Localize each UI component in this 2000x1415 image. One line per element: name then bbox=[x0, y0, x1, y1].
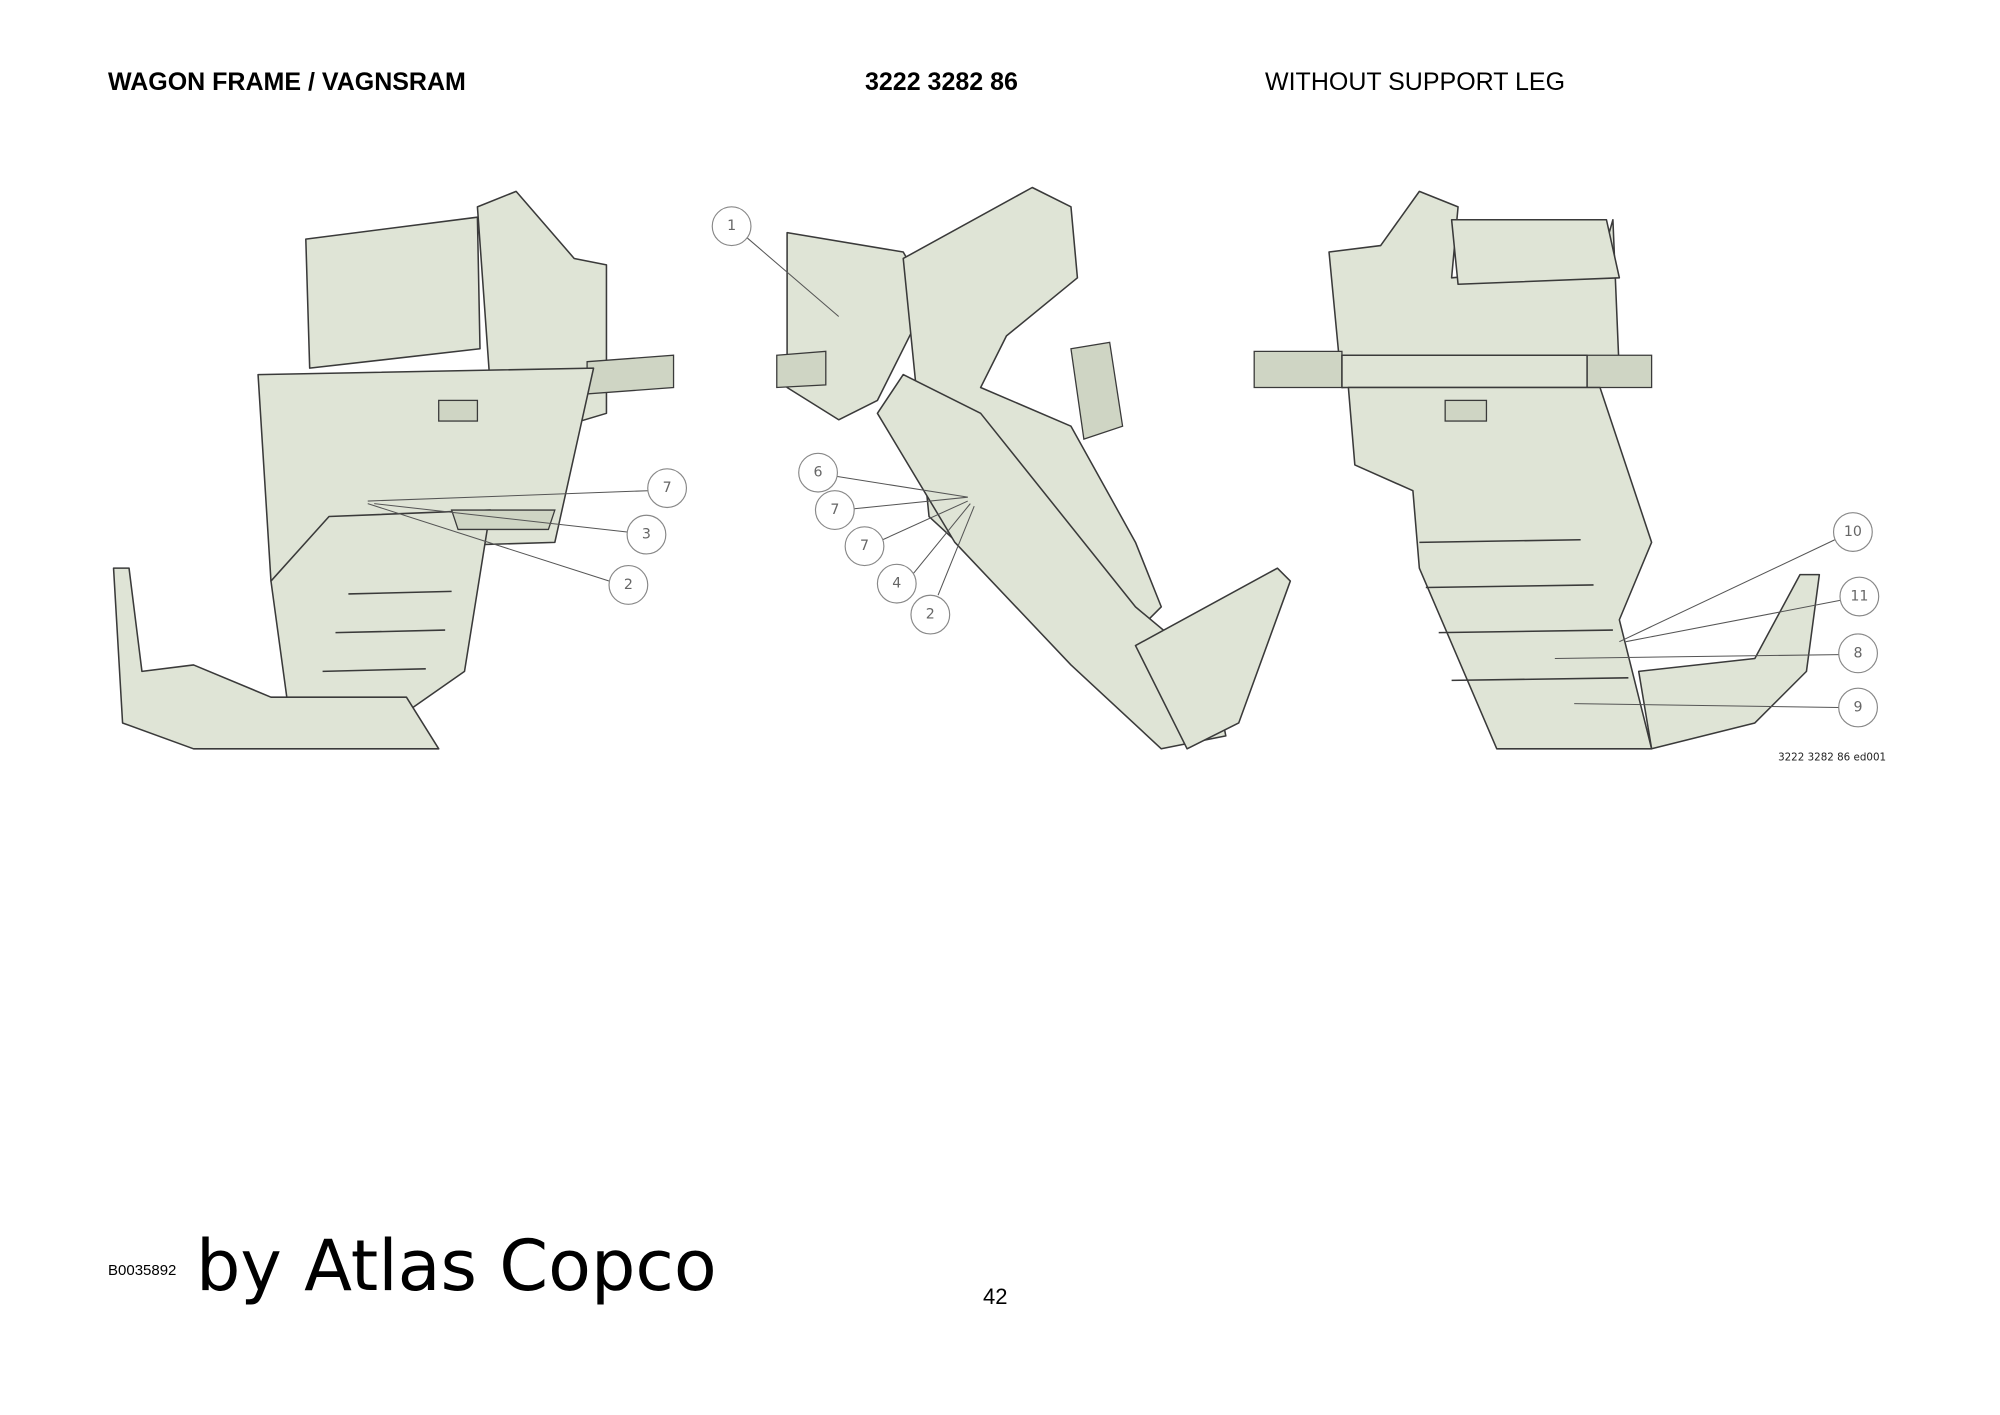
callout-right-11: 11 bbox=[1839, 576, 1880, 617]
drawing-reference: 3222 3282 86 ed001 bbox=[1778, 751, 1886, 763]
svg-text:7: 7 bbox=[830, 502, 839, 518]
callout-middle-6: 6 bbox=[798, 452, 838, 493]
callout-left-7: 7 bbox=[647, 468, 688, 509]
svg-text:10: 10 bbox=[1844, 524, 1862, 540]
page-title: WAGON FRAME / VAGNSRAM bbox=[108, 68, 466, 96]
callout-middle-7a: 7 bbox=[814, 490, 855, 531]
part-number: 3222 3282 86 bbox=[865, 68, 1018, 96]
callout-right-10: 10 bbox=[1832, 512, 1873, 552]
svg-text:2: 2 bbox=[926, 607, 935, 623]
svg-text:7: 7 bbox=[860, 538, 869, 554]
page-number: 42 bbox=[983, 1284, 1008, 1309]
svg-text:6: 6 bbox=[814, 465, 823, 481]
svg-text:11: 11 bbox=[1850, 589, 1868, 605]
wagon-frame-view-right bbox=[1253, 190, 1821, 750]
svg-text:9: 9 bbox=[1854, 700, 1863, 716]
svg-text:3: 3 bbox=[642, 527, 651, 543]
brand-text: by Atlas Copco bbox=[196, 1225, 717, 1307]
wagon-frame-view-left bbox=[112, 190, 675, 750]
variant-label: WITHOUT SUPPORT LEG bbox=[1265, 68, 1566, 96]
callout-left-3: 3 bbox=[626, 514, 667, 555]
svg-text:2: 2 bbox=[624, 577, 633, 593]
wagon-frame-view-middle bbox=[776, 186, 1292, 750]
svg-text:1: 1 bbox=[727, 218, 736, 234]
callout-middle-2: 2 bbox=[910, 594, 951, 635]
callout-middle-4: 4 bbox=[876, 563, 917, 604]
svg-text:8: 8 bbox=[1854, 645, 1863, 661]
callout-middle-7b: 7 bbox=[844, 526, 885, 567]
svg-text:4: 4 bbox=[892, 576, 901, 592]
document-id: B0035892 bbox=[108, 1262, 177, 1279]
svg-text:7: 7 bbox=[663, 480, 672, 496]
callout-left-2: 2 bbox=[608, 564, 649, 605]
leader-lines bbox=[367, 237, 1841, 709]
callout-middle-1: 1 bbox=[711, 206, 752, 247]
callout-right-8: 8 bbox=[1838, 633, 1878, 674]
callout-right-9: 9 bbox=[1838, 687, 1878, 728]
